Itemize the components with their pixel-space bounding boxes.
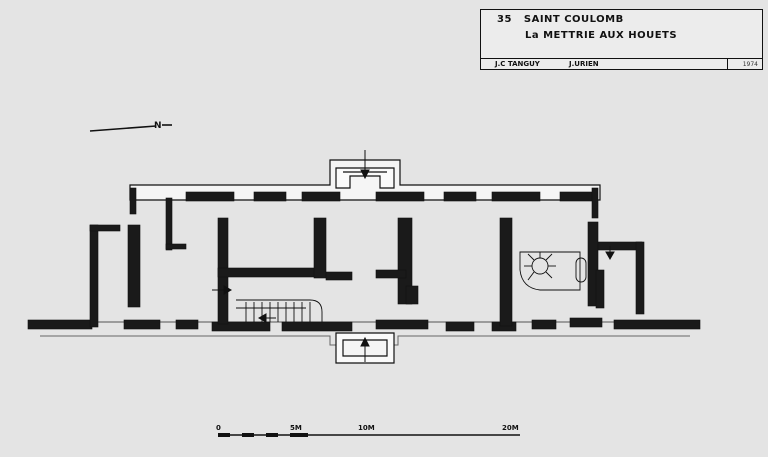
title-divider (481, 58, 762, 59)
site-name: La METTRIE AUX HOUETS (525, 30, 678, 41)
scale-bar (218, 433, 520, 437)
commune-name: SAINT COULOMB (523, 14, 624, 25)
north-arrow (89, 124, 172, 132)
author-1: J.C TANGUY (495, 60, 540, 68)
scale-label-5m: 5M (290, 424, 302, 432)
title-block: 35 SAINT COULOMB La METTRIE AUX HOUETS J… (480, 9, 763, 70)
scale-label-20m: 20M (502, 424, 519, 432)
author-2: J.URIEN (569, 60, 599, 68)
north-label: N (154, 121, 162, 131)
scale-label-10m: 10M (358, 424, 375, 432)
scale-label-0: 0 (216, 424, 221, 432)
year-divider (727, 58, 728, 69)
title-line-1: 35 SAINT COULOMB (497, 14, 624, 25)
department-code: 35 (497, 14, 512, 25)
year: 1974 (742, 61, 758, 68)
